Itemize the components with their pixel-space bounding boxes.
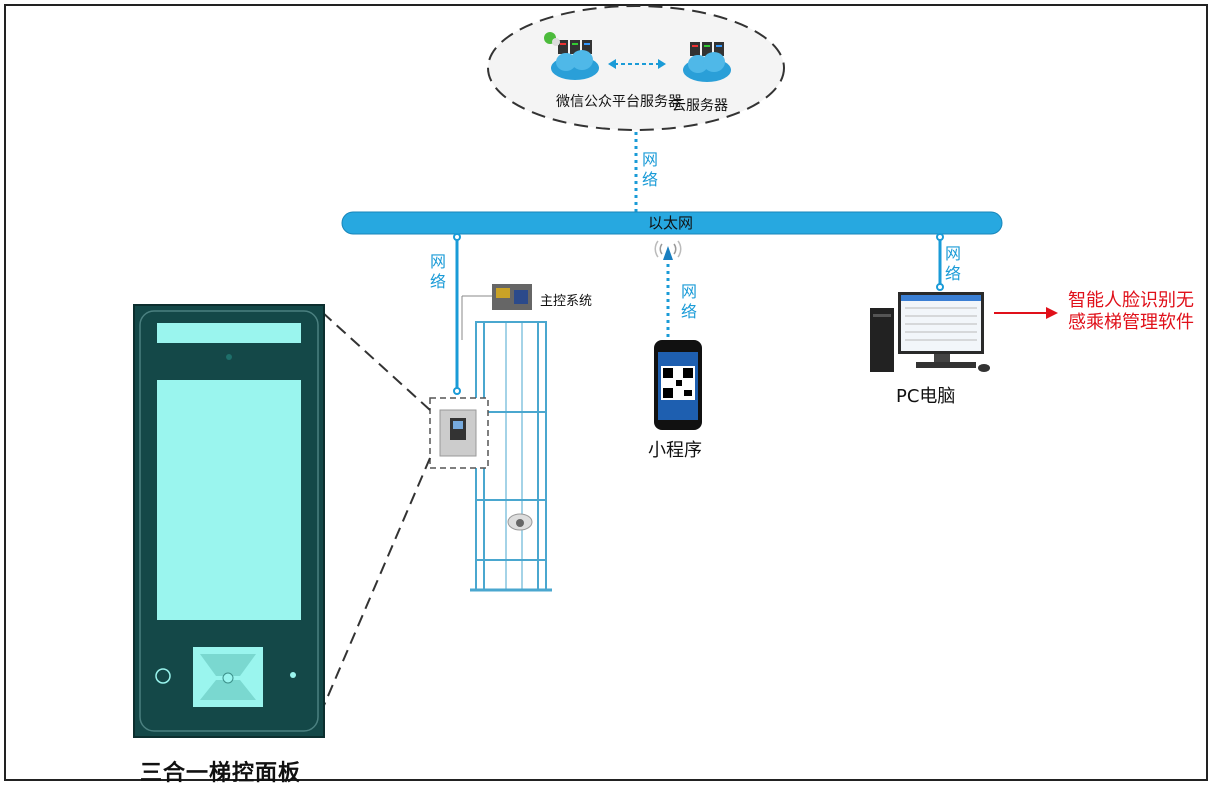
server-sync-arrow — [608, 59, 666, 69]
cloud-boundary — [487, 5, 785, 131]
ethernet-label: 以太网 — [648, 214, 694, 232]
phone-icon — [654, 340, 702, 430]
cloud-server-label: 云服务器 — [672, 98, 728, 114]
software-label: 智能人脸识别无感乘梯管理软件 — [1068, 290, 1194, 333]
mini-panel-icon — [439, 409, 477, 457]
diagram-frame — [4, 4, 1208, 781]
wireless-antenna-icon — [654, 240, 682, 260]
cloud-link-label: 网络 — [641, 150, 658, 189]
ethernet-bus — [341, 211, 1003, 235]
pc-label: PC电脑 — [896, 386, 956, 407]
camera-icon — [507, 513, 533, 531]
phone-link-label: 网络 — [680, 282, 697, 321]
main-control-box-icon — [461, 284, 532, 340]
panel-label: 三合一梯控面板 — [140, 761, 302, 786]
cloud-server-icon — [683, 42, 731, 82]
main-control-label: 主控系统 — [540, 294, 593, 309]
pc-link-label: 网络 — [944, 244, 961, 283]
controller-link-label: 网络 — [429, 252, 446, 291]
zoom-line-bottom — [321, 457, 431, 711]
pc-icon — [870, 292, 990, 372]
software-arrow — [994, 307, 1058, 319]
mini-program-label: 小程序 — [648, 440, 702, 461]
zoom-line-top — [321, 311, 431, 411]
wechat-server-icon — [544, 32, 599, 80]
wechat-server-label: 微信公众平台服务器 — [556, 94, 682, 110]
three-in-one-panel — [133, 304, 325, 738]
